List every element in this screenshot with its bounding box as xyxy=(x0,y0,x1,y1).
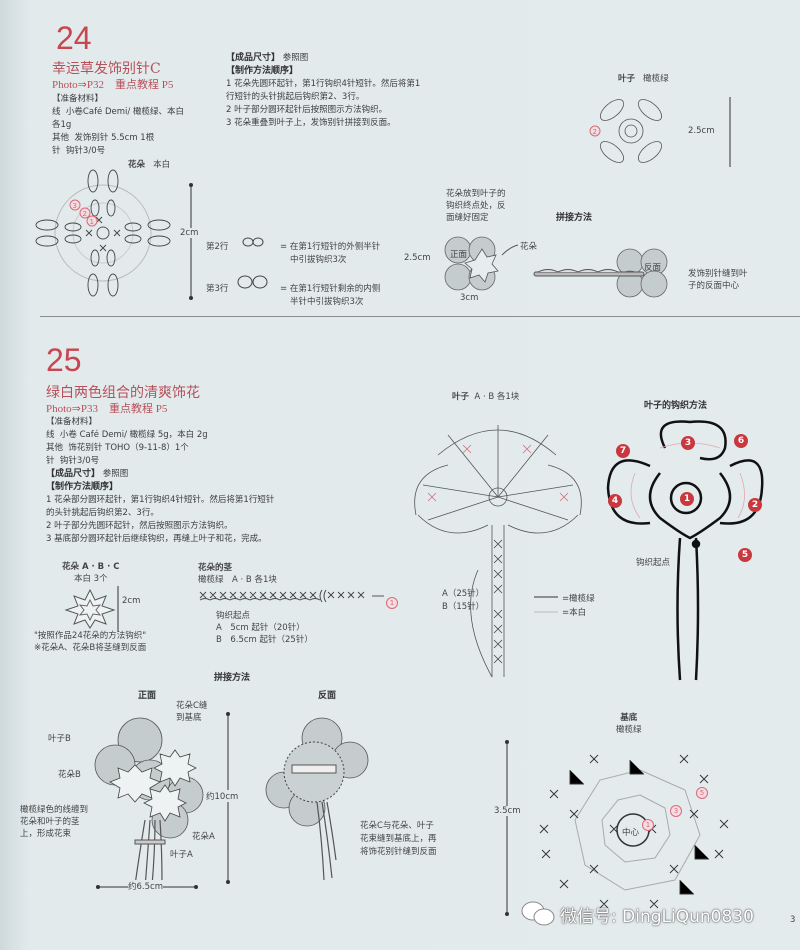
leaf-marker-4: 4 xyxy=(608,488,622,508)
assembly-note2-24: 发饰别针缝到叶 子的反面中心 xyxy=(688,269,748,291)
stem-chart-25 xyxy=(199,589,384,603)
back-label-24: 反面 xyxy=(644,263,662,273)
leaf-marker-3: 3 xyxy=(681,430,695,450)
material-row: 线 小卷Café Demi/ 橄榄绿、本白 xyxy=(52,107,184,117)
svg-text:2: 2 xyxy=(83,210,87,218)
step: 行短针的头针挑起后钩织第2、3行。 xyxy=(226,92,365,102)
stem-start-25: 钩织起点 A 5cm 起针（20针） B 6.5cm 起针（25针） xyxy=(216,611,313,645)
tutorial-page: 重点教程 P5 xyxy=(115,79,174,91)
base-size: 3.5cm xyxy=(494,806,521,816)
wechat-icon xyxy=(521,901,555,926)
stem-marker-1: 1 xyxy=(386,590,398,609)
svg-text:3: 3 xyxy=(73,202,77,210)
leaf-chart-25 xyxy=(414,425,582,678)
photo-page: Photo⇒P32 xyxy=(52,79,105,91)
base-marker-5: 5 xyxy=(696,780,708,799)
watermark-text: 微信号: DingLiQun0830 xyxy=(560,907,754,927)
instructions-24: 【成品尺寸】 参照图 【制作方法顺序】 1 花朵先圆环起针，第1行钩织4针短针。… xyxy=(226,53,421,128)
material-row: 其他 发饰别针 5.5cm 1根 xyxy=(52,133,155,143)
leaf-method-diagram xyxy=(606,420,764,681)
flowers-note-25: "按照作品24花朵的方法钩织" ※花朵A、花朵B将茎缝到反面 xyxy=(34,631,147,653)
assembly-front-24 xyxy=(444,236,519,291)
material-row: 其他 饰花别针 TOHO（9-11-8）1个 xyxy=(46,443,189,453)
leaf-marker-6: 6 xyxy=(734,428,748,448)
front-label-24: 正面 xyxy=(450,250,468,260)
leaf-legend-lines xyxy=(534,596,558,613)
step: 的头针挑起后钩织第2、3行。 xyxy=(46,508,159,518)
step: 2 叶子部分先圆环起针，然后按照图示方法钩织。 xyxy=(46,521,233,531)
flower-chart-24: 3 2 1 xyxy=(35,169,193,300)
leaf-legend-25: =橄榄绿 =本白 xyxy=(562,594,595,618)
leaf-chart-24: 2 xyxy=(589,97,731,167)
base-center: 中心 xyxy=(622,828,640,838)
materials-25: 【准备材料】 线 小卷 Café Demi/ 橄榄绿 5g，本白 2g 其他 饰… xyxy=(46,417,275,544)
svg-text:1: 1 xyxy=(90,218,94,226)
row-note-3: 第3行 = 在第1行短针剩余的内侧 半针中引拔钩织3次 xyxy=(206,275,380,307)
back-note-25: 花朵C与花朵、叶子 花束缝到基底上，再 将饰花别针缝到反面 xyxy=(360,821,437,857)
pattern-number-24: 24 xyxy=(56,20,92,56)
assembly-title-24: 拼接方法 xyxy=(556,213,593,223)
assembly-width-25: 约6.5cm xyxy=(128,880,163,892)
flowers-label-25: 花朵 A · B · C 本白 3个 xyxy=(62,562,120,584)
flower-size-24: 2cm xyxy=(180,228,199,238)
base-marker-3: 3 xyxy=(670,798,682,817)
leaf-marker-5: 5 xyxy=(738,542,752,562)
leaf-counts-25: A（25针） B（15针） xyxy=(442,589,485,612)
back-label-25: 反面 xyxy=(318,691,337,701)
assembly-note-24: 花朵放到叶子的 钩织终点处，反 面缝好固定 xyxy=(446,189,506,223)
row-note-2: 第2行 = 在第1行短针的外侧半针 中引拔钩织3次 xyxy=(206,237,380,265)
material-row: 各1g xyxy=(52,120,72,130)
step: 2 叶子部分圆环起针后按照图示方法钩织。 xyxy=(226,105,388,115)
base-label: 基底 橄榄绿 xyxy=(616,713,642,735)
assembly-front-25 xyxy=(94,717,204,889)
material-row: 线 小卷 Café Demi/ 橄榄绿 5g，本白 2g xyxy=(46,430,208,440)
bind-note: 橄榄绿色的线缠到 花朵和叶子的茎 上，形成花束 xyxy=(20,805,89,839)
material-row: 针 钩针3/0号 xyxy=(46,456,100,466)
photo-ref-25: Photo⇒P33 重点教程 P5 xyxy=(46,403,168,415)
materials-24: 【准备材料】 线 小卷Café Demi/ 橄榄绿、本白 各1g 其他 发饰别针… xyxy=(52,93,184,158)
leaf-method-title: 叶子的钩织方法 xyxy=(644,401,708,411)
material-row: 针 钩针3/0号 xyxy=(52,146,106,156)
pattern-number-25: 25 xyxy=(46,342,82,378)
materials-header: 【准备材料】 xyxy=(52,94,104,104)
assembly-width-24: 3cm xyxy=(460,293,479,303)
leafA-label: 叶子A xyxy=(170,850,193,860)
flower-label-24: 花朵 本白 xyxy=(128,160,171,170)
flower-label-assembly-24: 花朵 xyxy=(520,242,538,252)
leaf-label-24: 叶子 橄榄绿 xyxy=(618,74,669,84)
flowerA-label: 花朵A xyxy=(192,832,215,842)
section-divider xyxy=(40,316,800,317)
photo-ref-24: Photo⇒P32 重点教程 P5 xyxy=(52,76,173,92)
assembly-height-25: 约10cm xyxy=(206,790,239,802)
flowerC-note: 花朵C缝 到基底 xyxy=(176,701,208,723)
step: 3 基底部分圆环起针后继续钩织，再缝上叶子和花，完成。 xyxy=(46,534,267,544)
front-label-25: 正面 xyxy=(138,691,157,701)
step: 1 花朵部分圆环起针，第1行钩织4针短针。然后将第1行短针 xyxy=(46,495,275,505)
step: 3 花朵重叠到叶子上，发饰别针拼接到反面。 xyxy=(226,118,396,128)
leaf-size-24: 2.5cm xyxy=(688,126,715,136)
leaf-marker-7: 7 xyxy=(616,438,630,458)
flowerB-label: 花朵B xyxy=(58,770,81,780)
assembly-back-24 xyxy=(533,248,668,298)
leaf-method-start: 钩织起点 xyxy=(636,558,671,568)
pattern-title-25: 绿白两色组合的清爽饰花 xyxy=(46,385,200,401)
pattern-title-24: 幸运草发饰别针C xyxy=(52,61,161,77)
base-marker-1: 1 xyxy=(642,812,654,831)
base-chart xyxy=(539,754,729,909)
step: 1 花朵先圆环起针，第1行钩织4针短针。然后将第1 xyxy=(226,79,421,89)
flower-icon-25 xyxy=(64,588,116,629)
assembly-height-24: 2.5cm xyxy=(404,253,431,263)
stem-label-25: 花朵的茎 橄榄绿 A · B 各1块 xyxy=(198,563,277,585)
svg-text:2: 2 xyxy=(593,128,597,136)
leafB-label: 叶子B xyxy=(48,734,71,744)
leaf-marker-1: 1 xyxy=(680,486,694,506)
assembly-back-25 xyxy=(265,717,369,881)
page-number: 3 xyxy=(790,915,796,925)
flower-size-25: 2cm xyxy=(122,596,141,606)
leaf-label-25: 叶子 A · B 各1块 xyxy=(452,392,520,402)
leaf-marker-2: 2 xyxy=(748,492,762,512)
assembly-title-25: 拼接方法 xyxy=(214,673,251,683)
